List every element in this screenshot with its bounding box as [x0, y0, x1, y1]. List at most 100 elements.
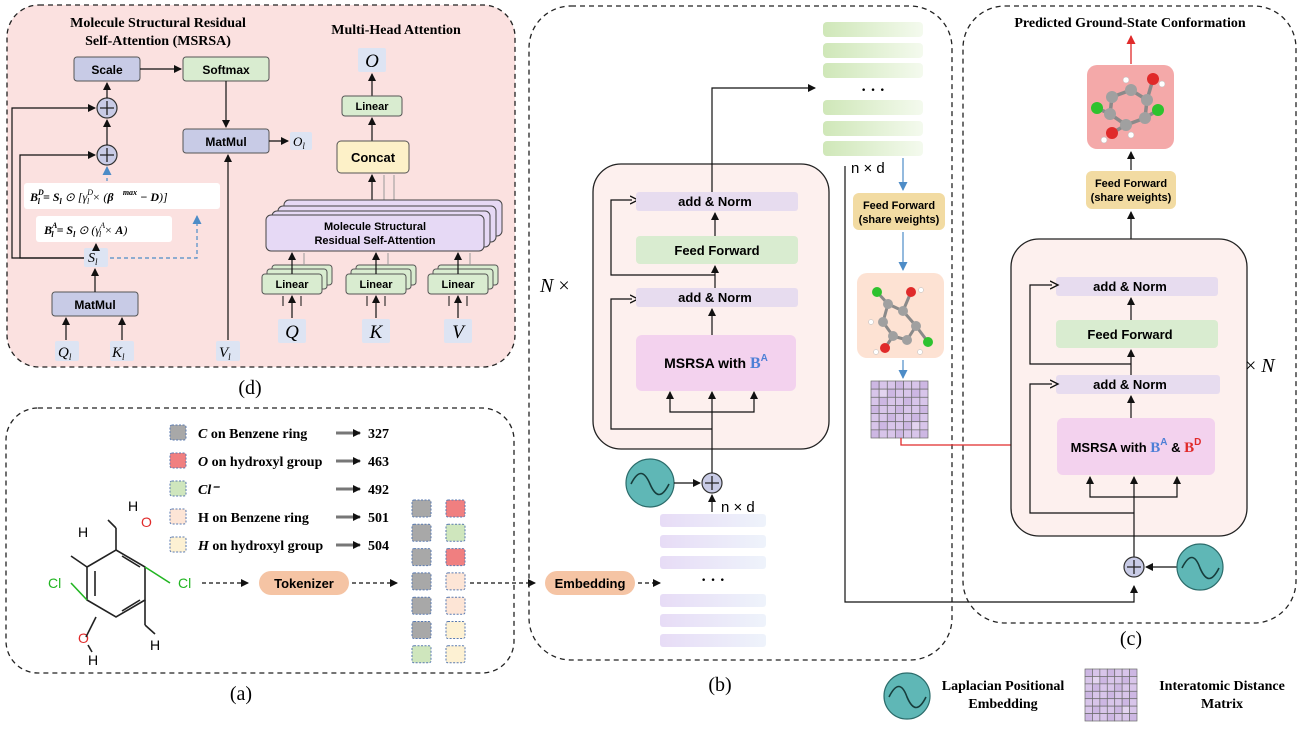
matrix-cell — [1099, 705, 1108, 714]
k-l-input: Kl — [111, 345, 125, 362]
panel-c-label: (c) — [1120, 628, 1142, 650]
matrix-cell — [903, 429, 913, 439]
matrix-cell — [1106, 705, 1116, 714]
lpe-legend-line2: Embedding — [968, 697, 1037, 712]
matrix-cell — [878, 421, 888, 431]
feed-forward-b — [636, 236, 798, 264]
embedding-label: Embedding — [555, 576, 626, 591]
legend-text-h-hydroxyl: H on hydroxyl group — [197, 539, 323, 554]
embedding-box — [545, 571, 635, 595]
panel-c-border — [962, 5, 1297, 624]
encoder-output-matrix: · · · — [823, 22, 923, 156]
legend-swatch-o — [169, 452, 187, 469]
matrix-cell — [1106, 713, 1116, 722]
panel-a: C on Benzene ring 327 O on hydroxyl grou… — [5, 407, 536, 674]
token-cell — [445, 548, 466, 567]
matrix-cell — [919, 396, 929, 406]
matrix-cell — [1121, 683, 1130, 692]
matrix-cell — [911, 396, 921, 406]
matrix-cell — [1114, 683, 1123, 692]
add-norm-lower-c — [1056, 375, 1220, 394]
matrix-cell — [878, 405, 888, 414]
matrix-cell — [1099, 690, 1108, 700]
matrix-cell — [1114, 705, 1123, 714]
matrix-cell — [919, 405, 929, 414]
legend-value-h-hydroxyl: 504 — [368, 539, 389, 554]
matrix-cell — [878, 380, 888, 390]
matrix-cell — [1121, 713, 1130, 722]
matrix-cell — [1106, 683, 1116, 692]
matrix-cell — [1129, 676, 1138, 685]
panel-a-label: (a) — [230, 683, 252, 705]
n-times-b: N × — [539, 275, 570, 297]
ff-shared-c — [1086, 171, 1176, 209]
msrsa-label-c: MSRSA with BA & BD — [1071, 437, 1202, 456]
atom-o-top: O — [141, 514, 152, 530]
matrix-cell — [895, 388, 904, 398]
token-cell — [445, 572, 466, 591]
matrix-cell — [1092, 683, 1101, 692]
eq-ba-box — [36, 216, 172, 242]
legend-text-cl: Cl⁻ — [198, 483, 220, 498]
embedding-ellipsis: · · · — [701, 572, 725, 589]
token-cell — [445, 645, 466, 664]
matrix-cell — [1129, 683, 1138, 692]
token-cell — [411, 499, 432, 518]
matrix-cell — [1121, 668, 1130, 677]
legend-swatch-h-hydroxyl — [169, 536, 187, 553]
ff-shared-b-line2: (share weights) — [859, 214, 940, 226]
matrix-cell — [878, 388, 888, 398]
matrix-cell — [1084, 676, 1093, 685]
lpe-legend-line1: Laplacian Positional — [942, 679, 1065, 694]
v-l-input: Vl — [219, 345, 231, 362]
matrix-cell — [886, 380, 896, 390]
matrix-cell — [886, 429, 896, 439]
msrsa-box-b — [636, 335, 796, 391]
matrix-cell — [1121, 705, 1130, 714]
matrix-cell — [886, 405, 896, 414]
matrix-cell — [870, 405, 880, 414]
feed-forward-c — [1056, 320, 1218, 348]
matrix-cell — [895, 413, 904, 423]
ff-shared-b-line1: Feed Forward — [863, 200, 935, 212]
atom-cl-right: Cl — [178, 575, 191, 591]
bottom-legend: Laplacian Positional Embedding Interatom… — [883, 668, 1285, 722]
matrix-cell — [886, 396, 896, 406]
molecule-structure — [70, 519, 171, 635]
concat-box — [336, 140, 410, 174]
matrix-cell — [911, 421, 921, 431]
matmul-top-label: MatMul — [205, 135, 246, 149]
mha-output-o: O — [365, 51, 379, 72]
legend-text-h-ring: H on Benzene ring — [198, 511, 309, 526]
panel-a-border — [5, 407, 515, 674]
matrix-cell — [1106, 676, 1116, 685]
matmul-bottom-label: MatMul — [74, 298, 115, 312]
linear-q-label: Linear — [275, 279, 309, 291]
panel-b-border — [528, 5, 953, 661]
matrix-cell — [1121, 676, 1130, 685]
add-norm-lower-b-label: add & Norm — [678, 290, 752, 305]
molecule-3d-b — [857, 273, 944, 358]
predicted-title: Predicted Ground-State Conformation — [1014, 16, 1245, 31]
matrix-cell — [886, 388, 896, 398]
concat-label: Concat — [351, 150, 396, 165]
matrix-cell — [895, 429, 904, 439]
matrix-cell — [919, 388, 929, 398]
output-ellipsis: · · · — [861, 82, 885, 99]
matrix-cell — [911, 388, 921, 398]
matrix-cell — [1106, 668, 1116, 677]
distance-matrix-legend-icon — [1084, 668, 1138, 722]
add-norm-upper-b — [636, 192, 798, 211]
matrix-cell — [1092, 698, 1101, 707]
ff-shared-c-line1: Feed Forward — [1095, 178, 1167, 190]
add-norm-upper-b-label: add & Norm — [678, 194, 752, 209]
matrix-cell — [886, 421, 896, 431]
matrix-cell — [1129, 690, 1138, 700]
matrix-cell — [1099, 683, 1108, 692]
mha-linear-top — [341, 95, 403, 117]
mha-msrsa-box — [265, 214, 485, 252]
add-norm-upper-c — [1056, 277, 1218, 296]
atom-h-oh-top: H — [128, 498, 138, 514]
matrix-cell — [1084, 698, 1093, 707]
